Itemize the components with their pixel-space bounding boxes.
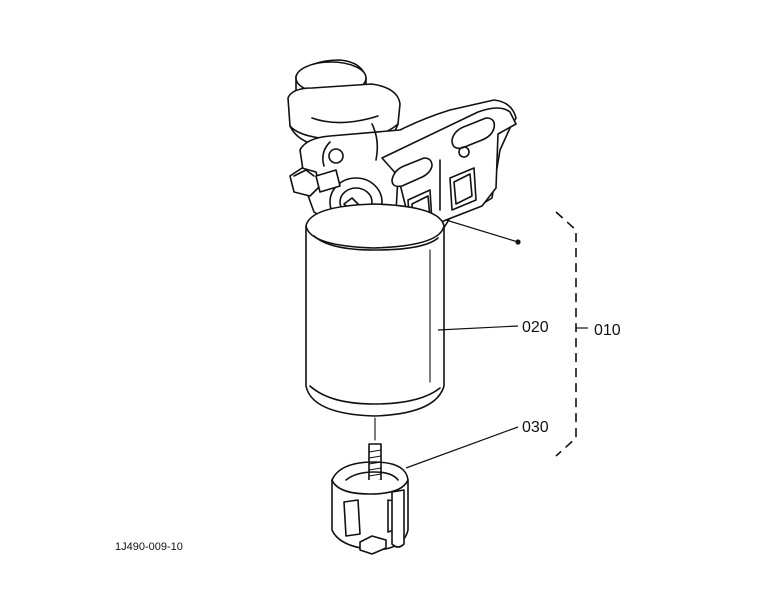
filter-cartridge	[305, 203, 445, 417]
callout-010: 010	[594, 322, 621, 339]
assembly-bracket	[555, 211, 577, 457]
callout-020: 020	[522, 319, 549, 336]
water-sensor	[331, 417, 409, 555]
pointer-dot	[515, 239, 521, 245]
leader-lines	[405, 219, 521, 469]
callout-030: 030	[522, 419, 549, 436]
drawing-code: 1J490-009-10	[115, 541, 183, 553]
